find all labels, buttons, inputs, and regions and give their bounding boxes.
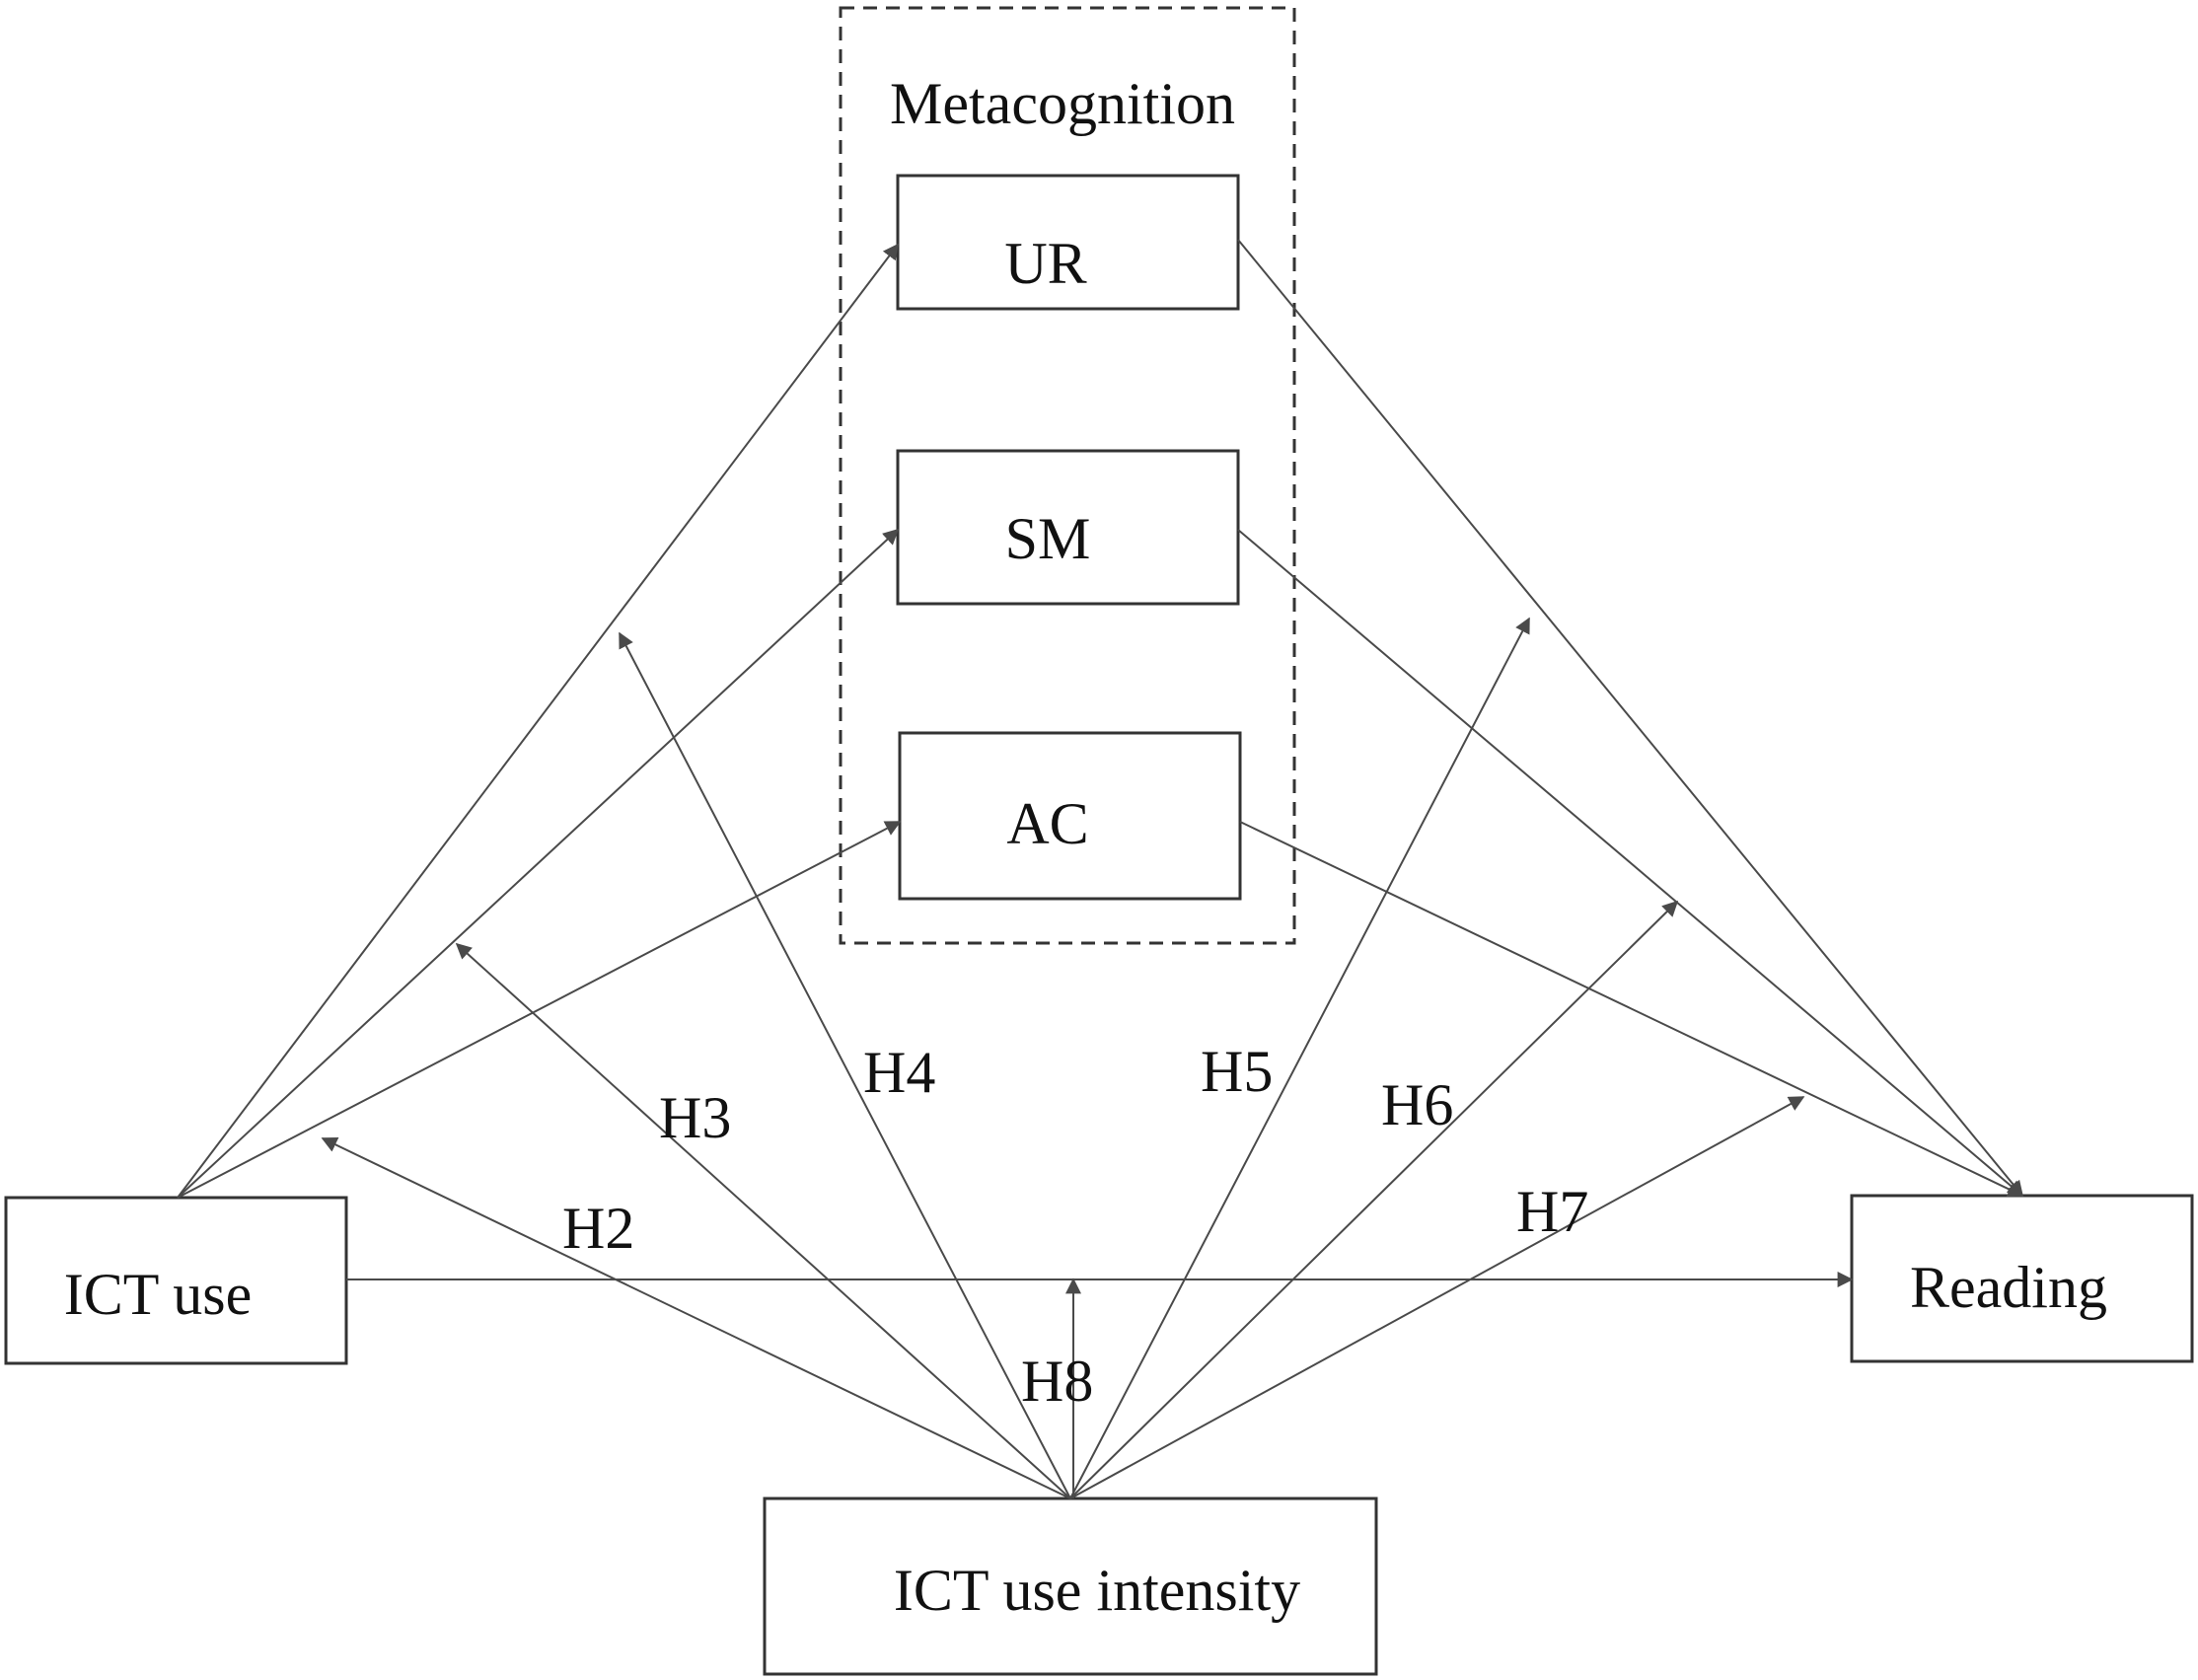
edge-ict-use-to-ur: [177, 243, 899, 1199]
node-ur: UR: [896, 174, 1240, 311]
metacognition-label: Metacognition: [890, 71, 1235, 136]
node-ac-label: AC: [1006, 791, 1088, 856]
node-reading-label: Reading: [1910, 1255, 2107, 1320]
node-ict-use-intensity: ICT use intensity: [763, 1497, 1378, 1676]
metacognition-group: [839, 6, 1296, 945]
node-ac: AC: [898, 731, 1242, 901]
hypothesis-label-h4: H4: [863, 1040, 935, 1105]
node-ur-label: UR: [1004, 231, 1086, 296]
node-ict-use-intensity-label: ICT use intensity: [894, 1558, 1300, 1623]
node-ict-use-label: ICT use: [64, 1262, 253, 1327]
edge-moderation-h3: [455, 942, 1071, 1499]
hypothesis-label-h3: H3: [659, 1085, 731, 1150]
edge-ict-use-to-sm: [177, 528, 900, 1199]
edge-sm-to-reading: [1237, 529, 2024, 1198]
hypothesis-label-h6: H6: [1381, 1072, 1453, 1137]
edge-moderation-h4: [619, 631, 1071, 1499]
node-ict-use: ICT use: [4, 1196, 348, 1365]
hypothesis-label-h7: H7: [1516, 1179, 1588, 1244]
edge-moderation-h6: [1069, 900, 1679, 1499]
edge-moderation-h2: [321, 1137, 1071, 1499]
edge-moderation-h7: [1069, 1096, 1805, 1499]
hypothesis-label-h5: H5: [1201, 1039, 1273, 1104]
hypothesis-label-h8: H8: [1021, 1349, 1093, 1414]
edge-ur-to-reading: [1237, 239, 2024, 1198]
edge-ac-to-reading: [1239, 821, 2024, 1198]
node-reading: Reading: [1850, 1194, 2194, 1363]
hypothesis-label-h2: H2: [562, 1196, 634, 1261]
node-sm-label: SM: [1005, 506, 1091, 571]
node-sm: SM: [896, 449, 1240, 606]
edge-moderation-h5: [1069, 617, 1530, 1499]
edge-ict-use-to-ac: [177, 821, 902, 1199]
